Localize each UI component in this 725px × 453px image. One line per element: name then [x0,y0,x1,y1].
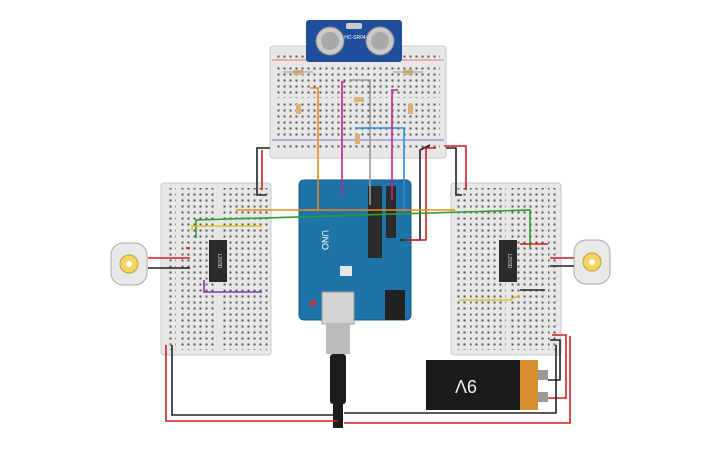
right-breadboard: L293D [450,182,562,356]
resistor-6 [355,134,360,144]
sensor-model-label: HC-SR04 [344,35,366,41]
ultrasonic-sensor: HC-SR04 [306,20,402,62]
right-motor [573,239,611,285]
wire-red [444,145,467,190]
wire-black [344,345,557,414]
wire-yellow [191,225,262,230]
top-breadboard [269,45,447,159]
left-chip-label: L293D [216,254,222,269]
arduino-uno: UNO [298,179,412,325]
wire-yellow [459,294,521,301]
power-jack [385,290,405,320]
resistor-3 [354,97,364,102]
wire-purple [203,280,262,293]
usb-port [321,291,355,325]
battery-9v: 9V [426,360,548,410]
left-driver-chip: L293D [209,240,227,282]
arduino-label: UNO [320,230,330,250]
battery-label: 9V [455,376,477,396]
wire-black [446,147,462,196]
wire-red [165,345,338,422]
wire-black [256,147,270,196]
left-breadboard: L293D [160,182,272,356]
resistor-1 [283,70,313,75]
wire-magenta [391,89,398,200]
wire-red [548,334,567,399]
wire-red [405,147,436,241]
resistor-2 [393,70,423,75]
wire-black [171,345,338,416]
right-chip-label: L293D [506,254,512,269]
wires [148,79,574,424]
resistor-4 [296,104,301,114]
wire-black [548,339,561,381]
left-motor [110,242,148,286]
wire-red [344,336,571,424]
wire-gray [350,79,371,205]
reset-button [310,300,316,306]
resistor-5 [408,104,413,114]
wire-green [195,209,531,248]
right-driver-chip: L293D [499,240,517,282]
usb-cable [326,324,350,428]
wire-magenta [341,81,345,195]
wire-blue [355,127,405,212]
